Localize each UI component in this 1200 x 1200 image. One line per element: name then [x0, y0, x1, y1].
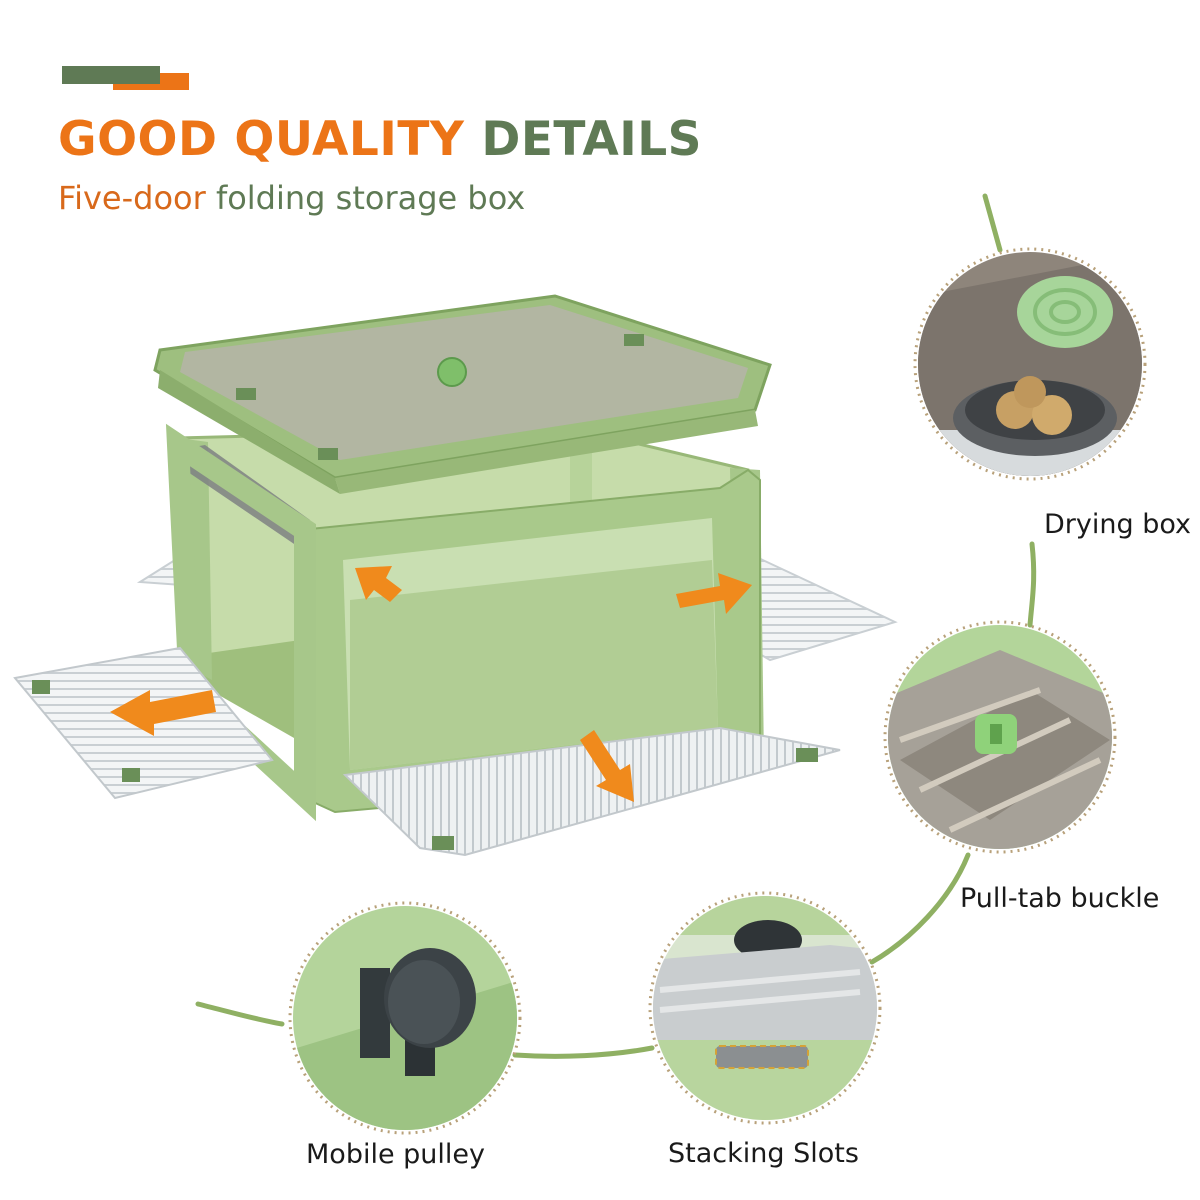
page-title-part-green: DETAILS	[481, 112, 703, 167]
page-title-part-orange: GOOD QUALITY	[58, 112, 482, 167]
page-subtitle-part-orange: Five-door	[58, 179, 216, 217]
feature-label-drying-box: Drying box	[1044, 509, 1192, 540]
storage-box	[13, 294, 898, 857]
page-subtitle-part-green: folding storage box	[215, 179, 526, 217]
connector-lines	[195, 193, 1037, 1059]
front-door	[342, 726, 841, 857]
page-subtitle: Five-door folding storage box	[58, 182, 525, 214]
feature-label-pull-tab-buckle: Pull-tab buckle	[960, 883, 1160, 914]
detail-circle-drying-box	[913, 247, 1147, 481]
arrow-icon	[110, 566, 752, 802]
detail-circle-pull-tab-buckle	[883, 620, 1117, 854]
detail-circle-stacking-slots	[648, 891, 882, 1125]
feature-label-mobile-pulley: Mobile pulley	[306, 1139, 485, 1170]
decorative-bar-green	[62, 66, 160, 84]
page-title: GOOD QUALITY DETAILS	[58, 116, 702, 163]
feature-label-stacking-slots: Stacking Slots	[668, 1138, 859, 1169]
detail-circle-mobile-pulley	[288, 901, 522, 1135]
